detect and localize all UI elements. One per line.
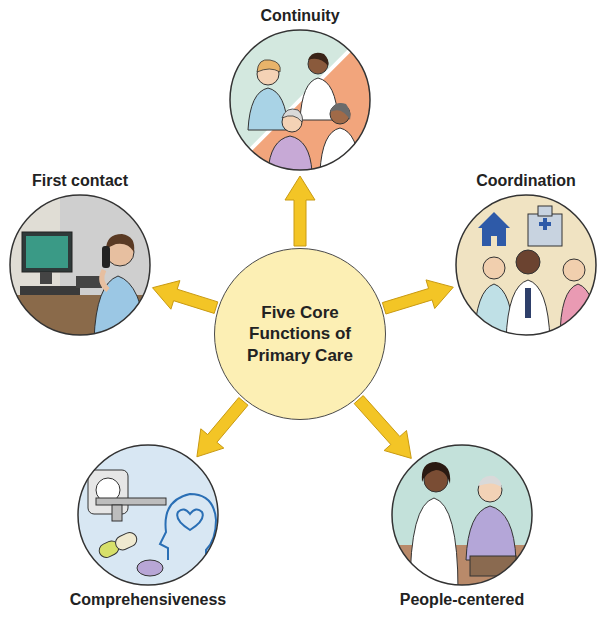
- people-centered-circle: [392, 445, 532, 585]
- coordination-node: Coordination: [456, 195, 596, 335]
- function-heading: First contact: [32, 172, 128, 190]
- first-contact-illustration: [10, 195, 150, 340]
- function-heading: People-centered: [400, 591, 524, 609]
- continuity-node: Continuity: [230, 30, 370, 170]
- arrow-connector: [285, 176, 315, 246]
- comprehensiveness-circle: [78, 445, 218, 585]
- arrow-connector: [382, 280, 453, 314]
- comprehensiveness-illustration: [78, 445, 218, 585]
- arrow-connector: [197, 398, 248, 457]
- arrow-connector: [153, 281, 218, 314]
- function-heading: Coordination: [476, 172, 576, 190]
- arrow-connector: [354, 396, 411, 459]
- center-circle: Five Core Functions of Primary Care: [214, 248, 386, 420]
- continuity-circle: [230, 30, 370, 170]
- first-contact-circle: [10, 195, 150, 335]
- function-heading: Comprehensiveness: [70, 591, 227, 609]
- coordination-illustration: [456, 195, 598, 340]
- function-heading: Continuity: [260, 7, 339, 25]
- comprehensiveness-node: Comprehensiveness: [78, 445, 218, 585]
- center-title: Five Core Functions of Primary Care: [236, 302, 364, 366]
- first-contact-node: First contact: [10, 195, 150, 335]
- coordination-circle: [456, 195, 596, 335]
- people-centered-illustration: [392, 445, 532, 590]
- people-centered-node: People-centered: [392, 445, 532, 585]
- continuity-illustration: [228, 28, 372, 172]
